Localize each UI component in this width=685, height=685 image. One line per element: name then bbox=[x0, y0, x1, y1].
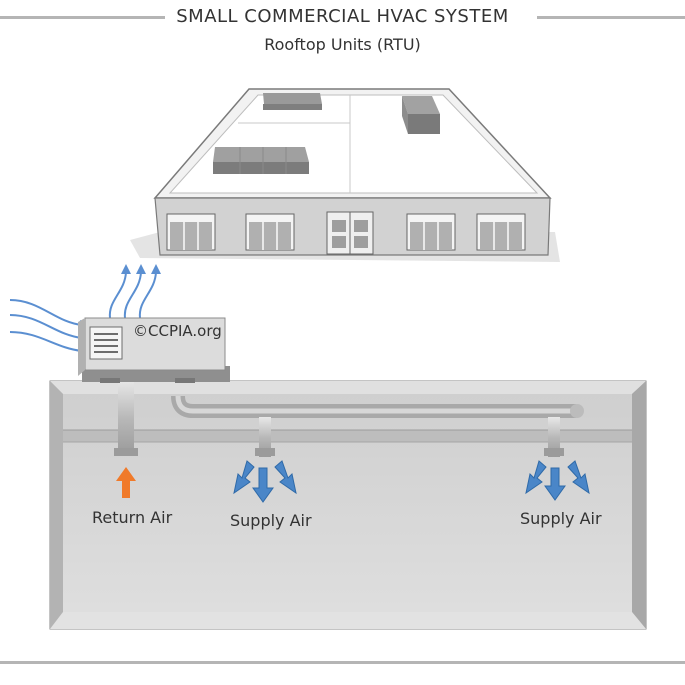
supply-air-label-left: Supply Air bbox=[230, 511, 312, 530]
rooftop-unit-icon bbox=[263, 93, 322, 110]
diagram-title: SMALL COMMERCIAL HVAC SYSTEM bbox=[166, 6, 519, 27]
intake-airflow bbox=[9, 299, 83, 352]
interior-space bbox=[49, 380, 647, 630]
exhaust-airflow bbox=[108, 271, 157, 319]
copyright-text: ©CCPIA.org bbox=[133, 322, 222, 340]
arrow-down-icon bbox=[233, 460, 297, 503]
duct-icon bbox=[114, 380, 584, 457]
arrow-down-icon bbox=[525, 460, 590, 501]
supply-air-label-right: Supply Air bbox=[520, 509, 602, 528]
diagram-subtitle: Rooftop Units (RTU) bbox=[264, 35, 421, 54]
title-rule-right bbox=[537, 16, 685, 19]
title-rule-left bbox=[0, 16, 165, 19]
arrow-up-icon bbox=[116, 467, 136, 498]
rooftop-unit-icon bbox=[78, 317, 230, 383]
title-wrap: SMALL COMMERCIAL HVAC SYSTEM bbox=[0, 6, 685, 27]
bottom-rule bbox=[0, 661, 685, 664]
return-air-label: Return Air bbox=[92, 508, 173, 527]
rooftop-unit-icon bbox=[402, 96, 440, 134]
building-icon bbox=[130, 88, 560, 262]
rooftop-unit-icon bbox=[213, 147, 309, 174]
arrow-up-icon bbox=[121, 264, 161, 274]
